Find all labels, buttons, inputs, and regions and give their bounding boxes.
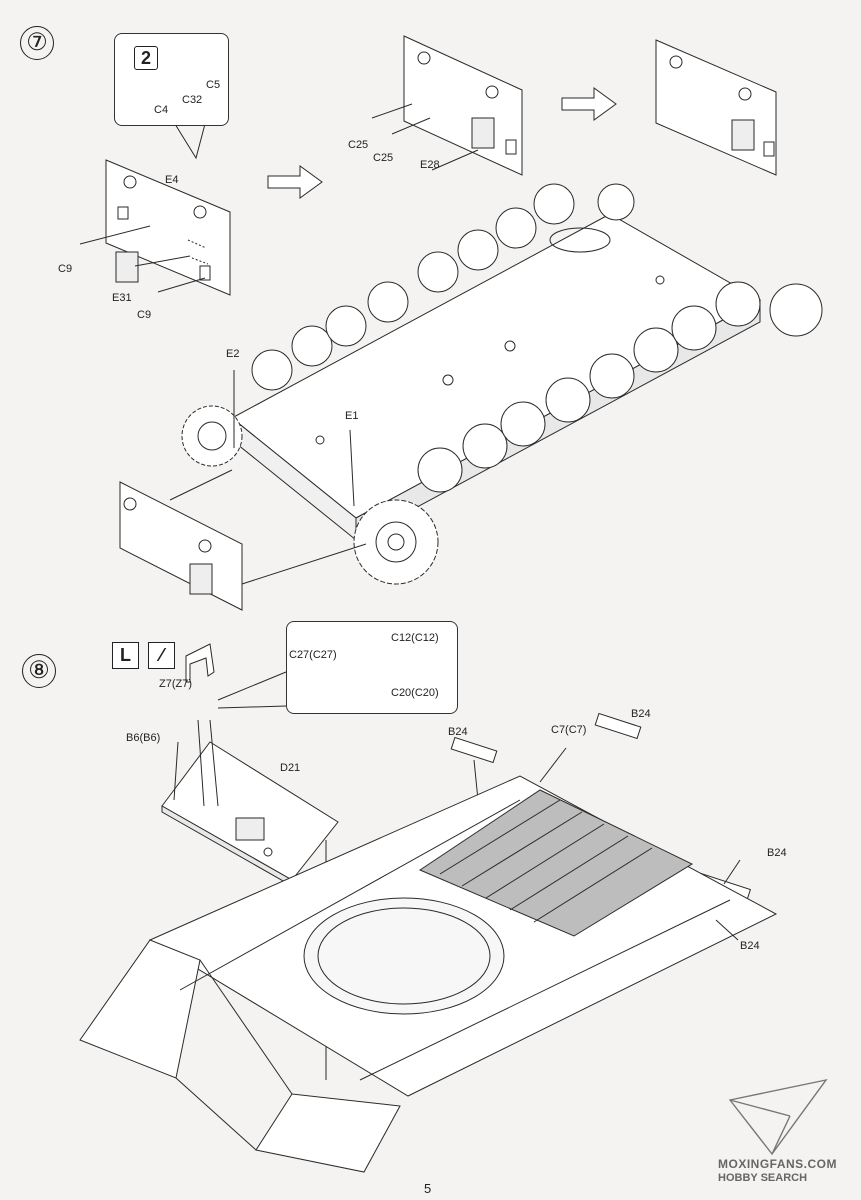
label-c9-lower: C9 bbox=[137, 309, 152, 321]
label-c27: C27(C27) bbox=[289, 649, 337, 661]
glue-brush-icon: ⁄ bbox=[148, 642, 175, 669]
label-b24-top: B24 bbox=[631, 708, 651, 720]
step7-mid-plate bbox=[403, 35, 523, 176]
step-number-8: ⑧ bbox=[22, 654, 56, 688]
label-e1: E1 bbox=[345, 410, 359, 422]
label-c12: C12(C12) bbox=[391, 632, 439, 644]
page-number: 5 bbox=[424, 1181, 432, 1196]
label-c4: C4 bbox=[154, 104, 169, 116]
step7-far-wheels bbox=[251, 183, 635, 391]
label-c7: C7(C7) bbox=[551, 724, 587, 736]
step7-hull bbox=[231, 213, 762, 542]
cement-tool-icon: L bbox=[112, 642, 139, 669]
label-c20: C20(C20) bbox=[391, 687, 439, 699]
label-b24-right: B24 bbox=[767, 847, 787, 859]
step8-hull-floor bbox=[79, 775, 778, 1173]
label-c5: C5 bbox=[206, 79, 221, 91]
label-b24-left: B24 bbox=[448, 726, 468, 738]
watermark-text-bottom: HOBBY SEARCH bbox=[718, 1172, 808, 1184]
step7-sprockets bbox=[181, 405, 439, 585]
step7-lower-plate bbox=[119, 481, 243, 611]
label-e4: E4 bbox=[165, 174, 179, 186]
label-c32: C32 bbox=[182, 94, 203, 106]
label-c9-upper: C9 bbox=[58, 263, 73, 275]
label-b24-lower: B24 bbox=[740, 940, 760, 952]
label-e28: E28 bbox=[420, 159, 440, 171]
step7-near-wheels bbox=[417, 281, 823, 493]
label-z7: Z7(Z7) bbox=[159, 678, 192, 690]
step7-right-plate bbox=[655, 39, 777, 176]
step7-left-plate bbox=[105, 159, 231, 296]
label-e2: E2 bbox=[226, 348, 240, 360]
step8-d21-plate bbox=[161, 741, 339, 887]
step7-callout bbox=[114, 33, 229, 126]
label-d21: D21 bbox=[280, 762, 301, 774]
label-e31: E31 bbox=[112, 292, 132, 304]
step8-callout bbox=[286, 621, 458, 714]
label-c25-right: C25 bbox=[373, 152, 394, 164]
watermark-text-top: MOXINGFANS.COM bbox=[718, 1157, 838, 1171]
watermark-logo bbox=[728, 1078, 828, 1156]
substep-badge: 2 bbox=[134, 46, 158, 70]
step-number-7: ⑦ bbox=[20, 26, 54, 60]
label-b6: B6(B6) bbox=[126, 732, 161, 744]
label-c25-left: C25 bbox=[348, 139, 369, 151]
